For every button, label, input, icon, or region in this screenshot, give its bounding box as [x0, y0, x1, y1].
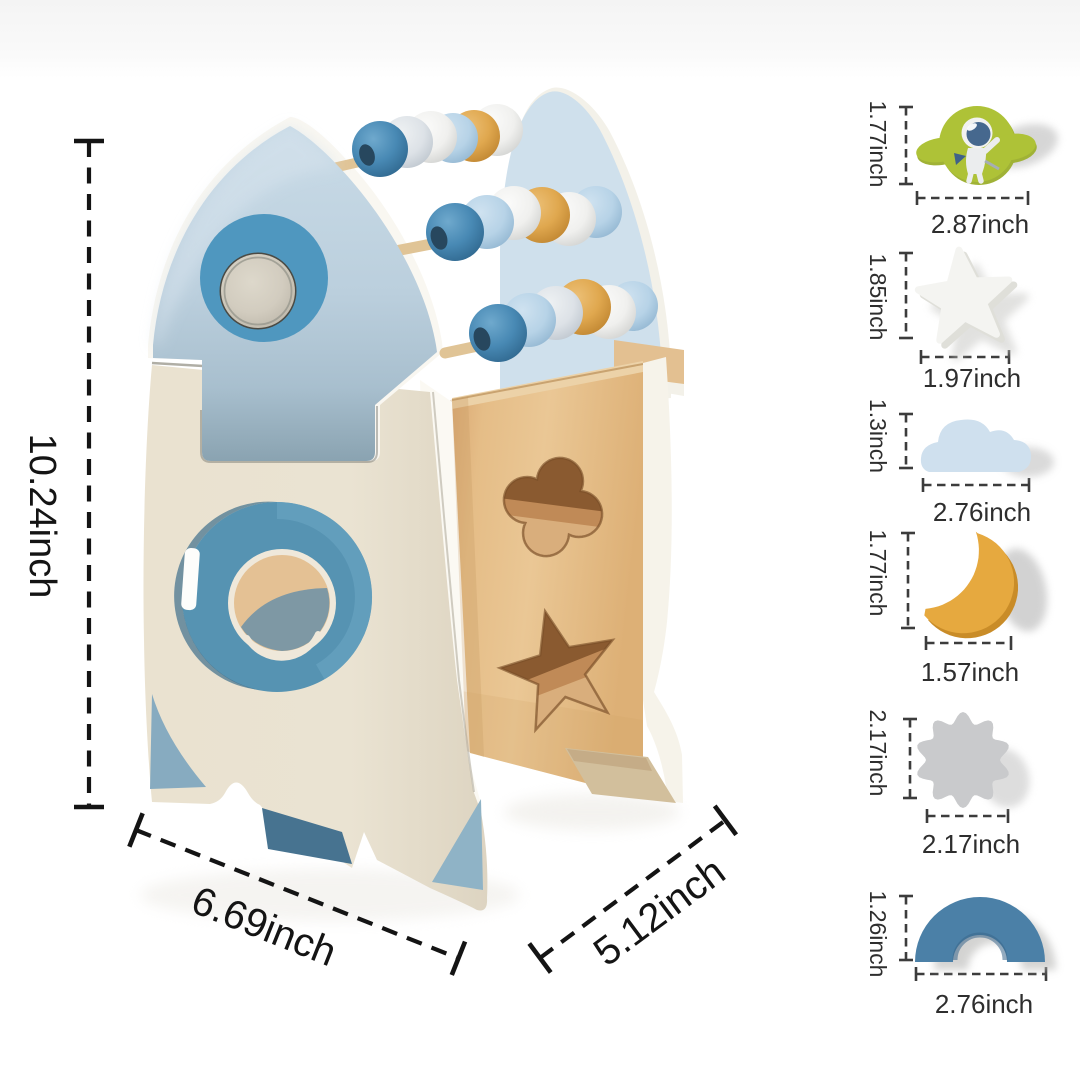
- svg-text:1.77inch: 1.77inch: [865, 530, 891, 617]
- svg-text:1.77inch: 1.77inch: [865, 101, 891, 188]
- svg-text:2.17inch: 2.17inch: [922, 829, 1020, 859]
- svg-text:1.3inch: 1.3inch: [865, 399, 891, 473]
- svg-text:2.17inch: 2.17inch: [865, 710, 891, 797]
- svg-text:1.26inch: 1.26inch: [865, 891, 891, 978]
- svg-text:1.97inch: 1.97inch: [923, 363, 1021, 393]
- svg-text:1.85inch: 1.85inch: [865, 254, 891, 341]
- svg-text:2.87inch: 2.87inch: [931, 209, 1029, 239]
- svg-text:10.24inch: 10.24inch: [21, 434, 63, 599]
- svg-text:2.76inch: 2.76inch: [933, 497, 1031, 527]
- svg-text:2.76inch: 2.76inch: [935, 989, 1033, 1019]
- svg-text:1.57inch: 1.57inch: [921, 657, 1019, 687]
